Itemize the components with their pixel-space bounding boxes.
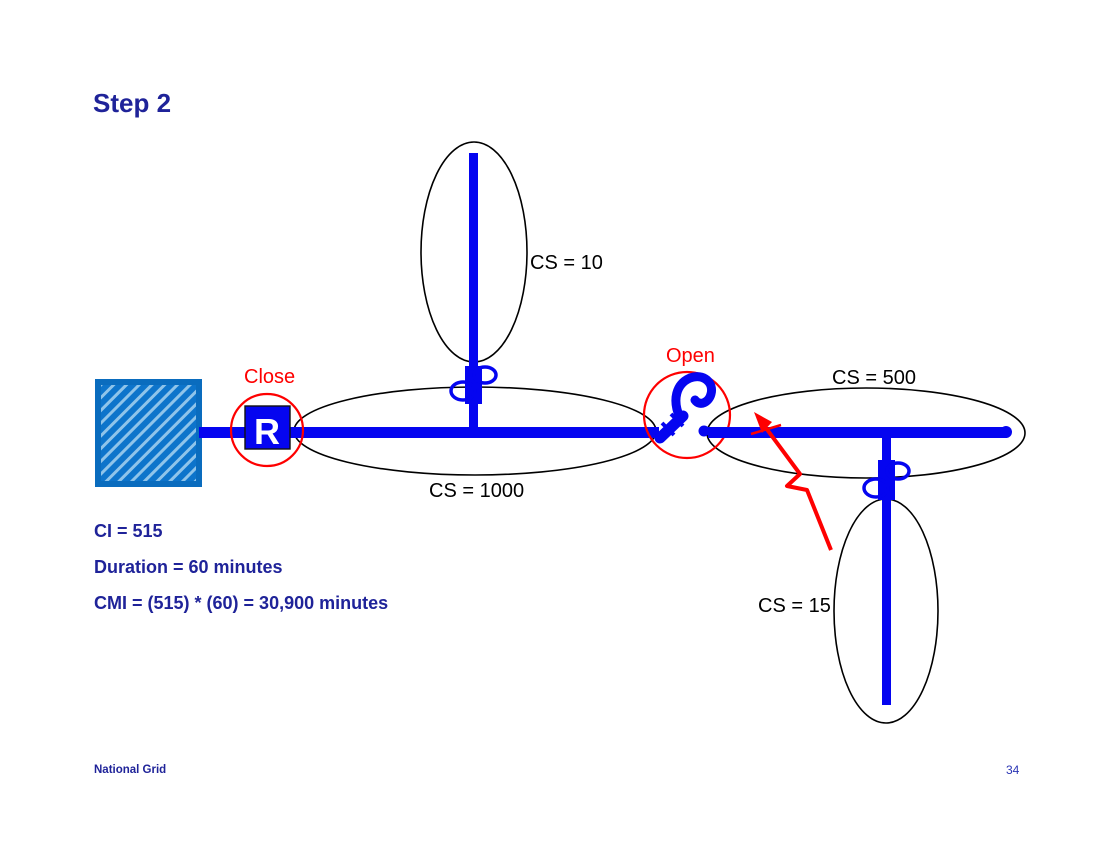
page-number: 34 — [1006, 763, 1020, 777]
cs-right-feeder-label: CS = 500 — [832, 367, 916, 389]
cs-main-feeder-label: CS = 1000 — [429, 480, 524, 502]
cmi-value-text: CMI = (515) * (60) = 30,900 minutes — [94, 593, 389, 613]
recloser-icon — [244, 405, 291, 450]
close-action-label: Close — [244, 366, 295, 388]
right-feeder-endcap — [1000, 426, 1012, 438]
fault-lightning-icon — [750, 412, 833, 551]
open-action-label: Open — [666, 345, 715, 367]
open-switch-highlight-circle — [642, 370, 732, 460]
cs-top-branch-label: CS = 10 — [530, 252, 603, 274]
recloser-label: R — [254, 411, 280, 452]
cs-bottom-branch-label: CS = 15 — [758, 595, 831, 617]
page-title: Step 2 — [93, 88, 172, 118]
recloser-highlight-circle — [229, 392, 305, 468]
top-branch-line — [469, 153, 478, 433]
fuse-cutout-icon — [862, 461, 911, 499]
bottom-branch-line — [882, 430, 891, 705]
duration-value-text: Duration = 60 minutes — [94, 557, 283, 577]
bottom-fuse-body — [878, 460, 895, 500]
right-feeder-line — [708, 427, 1007, 438]
open-switch-icon — [654, 372, 716, 444]
ci-value-text: CI = 515 — [94, 521, 163, 541]
substation-source-icon — [95, 379, 202, 487]
fuse-cutout-icon — [449, 365, 498, 402]
main-feeder-line — [199, 427, 659, 438]
footer-brand: National Grid — [94, 764, 167, 776]
